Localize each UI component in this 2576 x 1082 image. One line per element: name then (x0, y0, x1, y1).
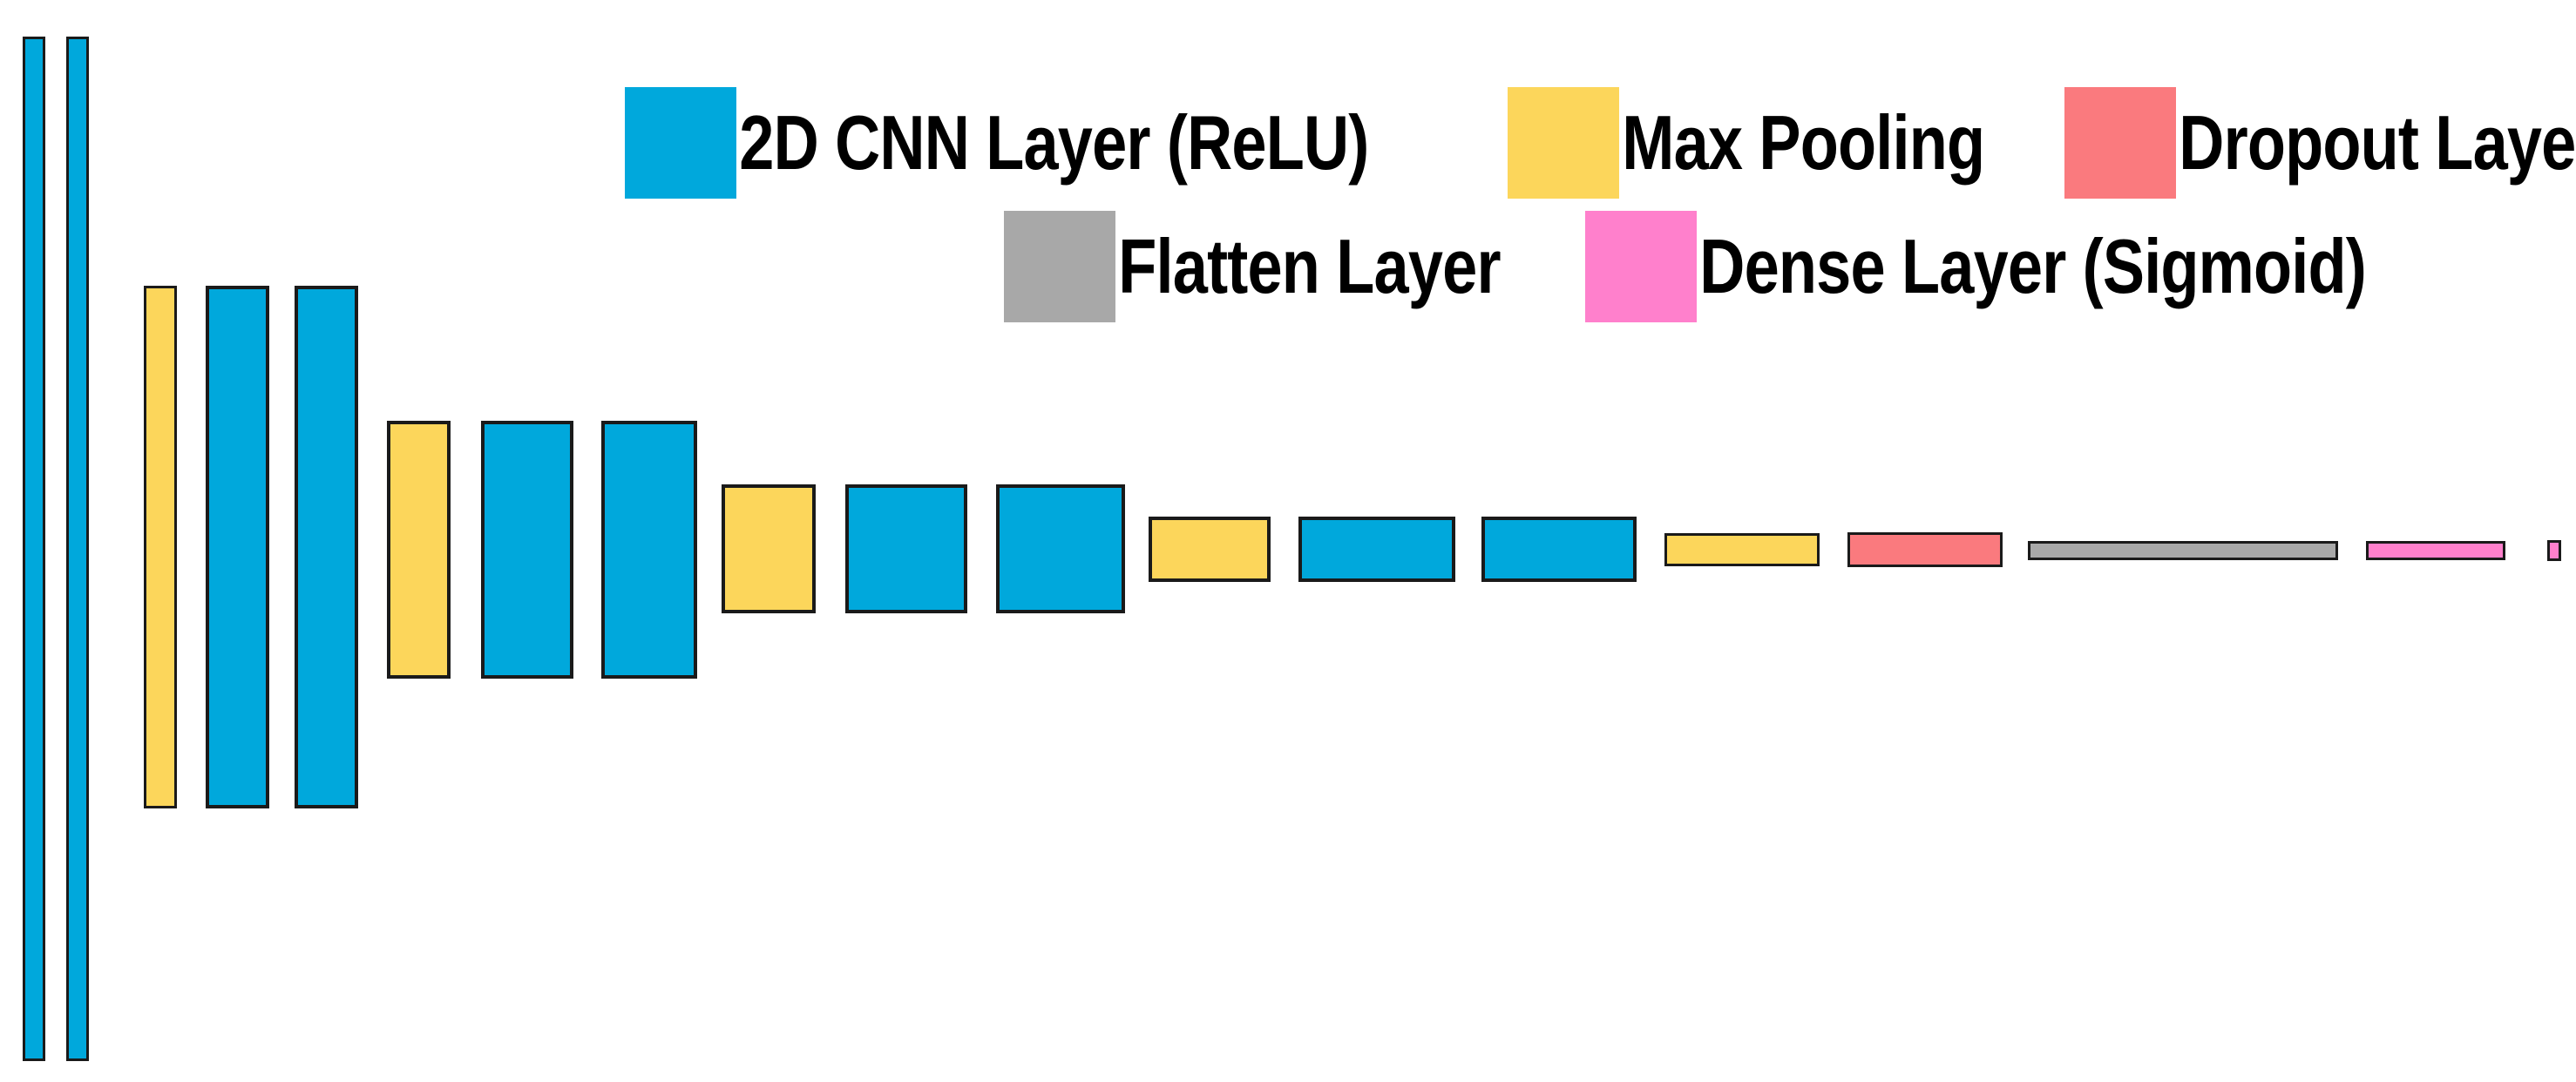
layer-block (996, 484, 1125, 613)
legend-entry-flatten: Flatten Layer (1004, 211, 1585, 322)
blue-square-swatch-icon (625, 87, 736, 199)
legend-entry-cnn: 2D CNN Layer (ReLU) (625, 87, 1508, 199)
layer-block (1149, 517, 1271, 582)
layer-block (601, 421, 697, 679)
layer-block (1298, 517, 1455, 582)
layer-block (845, 484, 967, 613)
legend: 2D CNN Layer (ReLU) Max Pooling Dropout … (610, 87, 2576, 322)
layer-block (2547, 540, 2561, 561)
layer-block (387, 421, 451, 679)
legend-label-dropout: Dropout Layer (2179, 99, 2576, 186)
pink-square-swatch-icon (1584, 211, 1697, 322)
layer-block (2028, 541, 2338, 560)
layer-block (1847, 532, 2003, 567)
layer-block (1481, 517, 1637, 582)
layer-block (23, 37, 45, 1061)
layer-block (144, 286, 177, 808)
legend-row-2: Flatten Layer Dense Layer (Sigmoid) (1004, 211, 2510, 322)
legend-entry-dense: Dense Layer (Sigmoid) (1584, 211, 2513, 322)
red-square-swatch-icon (2064, 87, 2176, 199)
legend-entry-maxpool: Max Pooling (1507, 87, 2064, 199)
legend-label-dense: Dense Layer (Sigmoid) (1699, 223, 2367, 309)
legend-label-maxpool: Max Pooling (1622, 99, 1985, 186)
yellow-square-swatch-icon (1507, 87, 1619, 199)
layer-block (481, 421, 573, 679)
layer-block (66, 37, 89, 1061)
legend-label-flatten: Flatten Layer (1118, 223, 1501, 309)
legend-row-1: 2D CNN Layer (ReLU) Max Pooling Dropout … (625, 87, 2576, 199)
layer-block (722, 484, 816, 613)
layer-block (295, 286, 358, 808)
layer-block (1664, 533, 1820, 566)
legend-label-cnn: 2D CNN Layer (ReLU) (739, 99, 1369, 186)
gray-square-swatch-icon (1004, 211, 1115, 322)
legend-entry-dropout: Dropout Layer (2064, 87, 2576, 199)
layer-block (2366, 541, 2505, 560)
layer-block (206, 286, 269, 808)
